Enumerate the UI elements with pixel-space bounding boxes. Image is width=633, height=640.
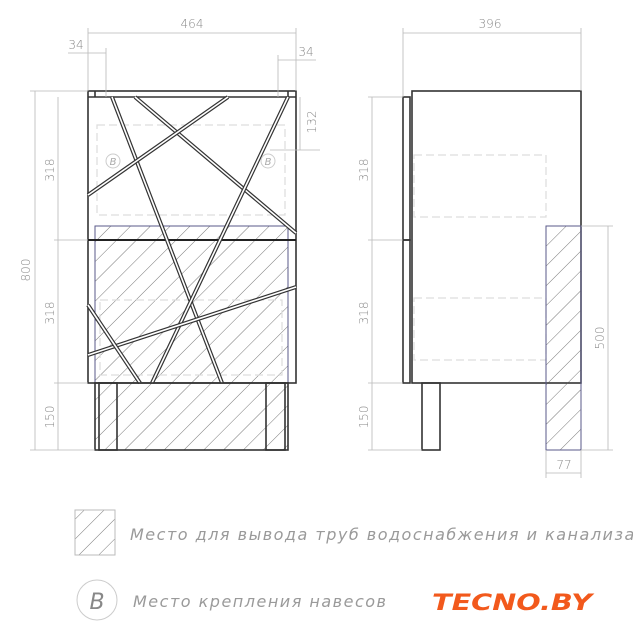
dim-total-height: 800 bbox=[19, 259, 33, 282]
pipe-zone-hatch-side bbox=[545, 225, 582, 451]
dim-width: 464 bbox=[181, 17, 204, 31]
hinge-mark-right-label: B bbox=[265, 157, 272, 168]
dim-lower-drawer: 318 bbox=[43, 302, 57, 325]
dim-plinth: 150 bbox=[43, 406, 57, 429]
dim-side-upper: 318 bbox=[357, 159, 371, 182]
legend-hinge-text: Место крепления навесов bbox=[133, 592, 387, 611]
hidden-drawer-side-lower bbox=[413, 297, 547, 361]
leg-right bbox=[265, 382, 286, 451]
dim-upper-drawer: 318 bbox=[43, 159, 57, 182]
dim-side-leg: 150 bbox=[357, 406, 371, 429]
front-dimensions: 464 34 34 132 800 318 318 150 bbox=[19, 17, 320, 451]
dim-pipe-depth: 77 bbox=[556, 458, 571, 472]
dim-depth: 396 bbox=[479, 17, 502, 31]
side-view: 396 318 318 150 500 77 bbox=[357, 17, 613, 478]
dim-pipe-height: 500 bbox=[593, 327, 607, 350]
hinge-mark-right bbox=[260, 153, 276, 169]
legend: Место для вывода труб водоснабжения и ка… bbox=[74, 509, 633, 621]
legend-pipe-zone-text: Место для вывода труб водоснабжения и ка… bbox=[130, 525, 633, 544]
dim-hinge-offset: 132 bbox=[305, 111, 319, 134]
legend-hinge-symbol-label: B bbox=[89, 590, 104, 615]
leg-side bbox=[421, 382, 441, 451]
door-side-upper bbox=[402, 96, 411, 241]
dim-inset-left: 34 bbox=[68, 38, 83, 52]
decorative-facade-pattern bbox=[86, 95, 298, 385]
dim-side-lower: 318 bbox=[357, 302, 371, 325]
hinge-mark-left-label: B bbox=[110, 157, 117, 168]
hidden-drawer-side-upper bbox=[413, 154, 547, 218]
plinth-front bbox=[94, 382, 289, 451]
tecno-by-logo: TECNO.BY bbox=[432, 591, 595, 616]
dim-inset-right: 34 bbox=[298, 45, 313, 59]
hidden-drawer-box-upper bbox=[96, 124, 286, 216]
front-view: B B 464 34 34 132 800 318 318 150 bbox=[19, 17, 320, 451]
side-dimensions: 396 318 318 150 500 77 bbox=[357, 17, 613, 478]
hinge-mark-left bbox=[105, 153, 121, 169]
door-side-lower bbox=[402, 239, 411, 384]
leg-left bbox=[98, 382, 118, 451]
legend-hatch-swatch bbox=[74, 509, 116, 556]
legend-hinge-symbol bbox=[76, 579, 118, 621]
pipe-zone-hatch-front bbox=[94, 225, 289, 451]
